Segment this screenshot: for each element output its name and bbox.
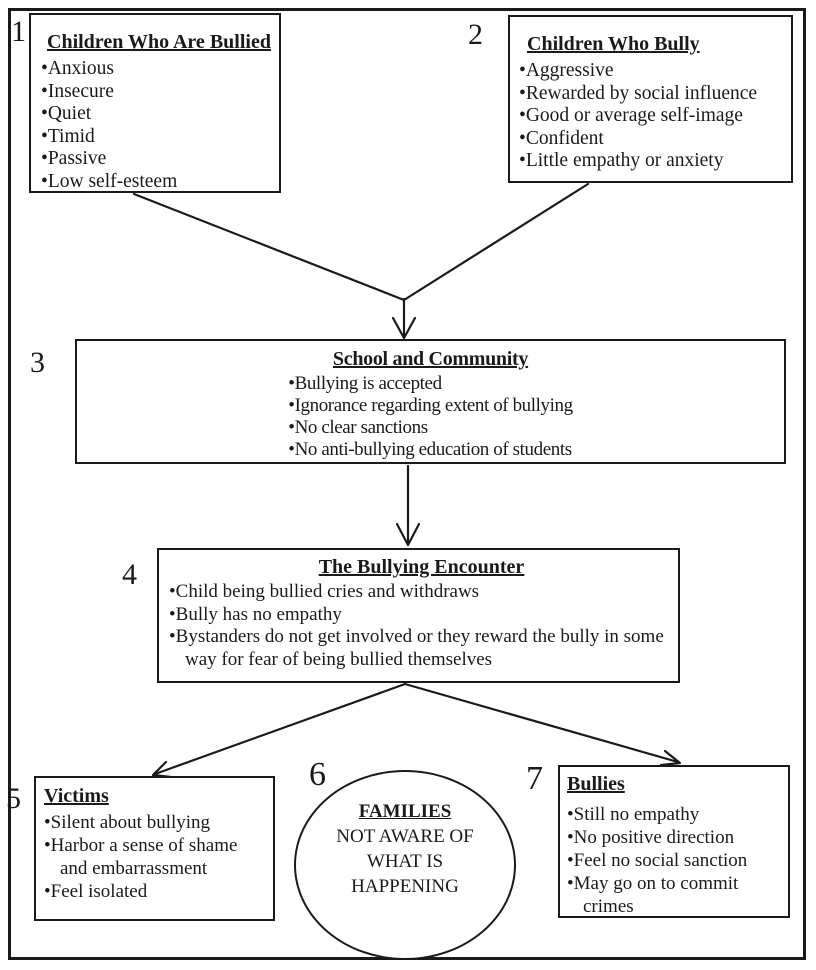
box-title: The Bullying Encounter (318, 556, 525, 578)
bullet-item: Good or average self-image (519, 105, 787, 128)
step-3-number: 3 (30, 346, 45, 379)
step-6-number: 6 (309, 756, 326, 793)
bullet-item: May go on to commit crimes (567, 872, 786, 918)
box-children-who-bully: Children Who Bully Aggressive Rewarded b… (508, 15, 793, 183)
step-5-number: 5 (6, 782, 21, 815)
ellipse-families: FAMILIES NOT AWARE OF WHAT IS HAPPENING (294, 770, 516, 960)
bullet-item: Aggressive (519, 60, 787, 83)
bullet-item: Child being bullied cries and withdraws (169, 581, 674, 604)
bullet-item: Feel isolated (44, 880, 269, 903)
bullet-list: Aggressive Rewarded by social influence … (519, 60, 787, 173)
bullet-item: Insecure (41, 81, 273, 104)
bullet-item: Quiet (41, 103, 273, 126)
ellipse-line: WHAT IS (366, 851, 444, 872)
box-bullying-encounter: The Bullying Encounter Child being bulli… (157, 548, 680, 683)
bullet-item: Confident (519, 128, 787, 151)
bullet-item: Timid (41, 126, 273, 149)
bullet-list: Anxious Insecure Quiet Timid Passive Low… (41, 58, 273, 193)
box-bullies: Bullies Still no empathy No positive dir… (558, 765, 790, 918)
ellipse-title: FAMILIES (358, 801, 452, 822)
bullet-item: Still no empathy (567, 803, 786, 826)
ellipse-line: NOT AWARE OF (336, 826, 474, 847)
bullet-item: Harbor a sense of shame and embarrassmen… (44, 834, 269, 880)
bullet-item: Little empathy or anxiety (519, 150, 787, 173)
bullet-list: Silent about bullying Harbor a sense of … (44, 811, 269, 903)
bullet-list: Bullying is accepted Ignorance regarding… (288, 373, 574, 461)
bullet-item: Bystanders do not get involved or they r… (169, 626, 674, 671)
bullet-item: Feel no social sanction (567, 849, 786, 872)
box-title: Bullies (567, 773, 625, 795)
ellipse-line: HAPPENING (351, 876, 459, 897)
bullet-item: Bullying is accepted (288, 373, 572, 395)
bullet-list: Still no empathy No positive direction F… (567, 803, 786, 918)
bullet-item: Rewarded by social influence (519, 83, 787, 106)
step-2-number: 2 (468, 18, 483, 51)
box-school-and-community: School and Community Bullying is accepte… (75, 339, 786, 464)
step-7-number: 7 (526, 760, 543, 797)
box-victims: Victims Silent about bullying Harbor a s… (34, 776, 275, 921)
step-1-number: 1 (11, 15, 26, 48)
bullet-item: Bully has no empathy (169, 604, 674, 627)
bullet-item: Passive (41, 148, 273, 171)
box-title: Children Who Bully (527, 33, 700, 55)
bullet-item: Low self-esteem (41, 171, 273, 194)
box-title: Children Who Are Bullied (47, 31, 271, 53)
bullet-item: Anxious (41, 58, 273, 81)
box-children-who-are-bullied: Children Who Are Bullied Anxious Insecur… (29, 13, 281, 193)
box-title: Victims (44, 785, 109, 807)
bullet-item: No positive direction (567, 826, 786, 849)
bullet-item: Ignorance regarding extent of bullying (288, 395, 574, 417)
bullet-list: Child being bullied cries and withdraws … (169, 581, 674, 671)
bullet-item: No anti-bullying education of students (288, 439, 573, 461)
bullet-item: No clear sanctions (288, 417, 572, 439)
bullet-item: Silent about bullying (44, 811, 269, 834)
step-4-number: 4 (122, 558, 137, 591)
box-title: School and Community (332, 348, 529, 370)
